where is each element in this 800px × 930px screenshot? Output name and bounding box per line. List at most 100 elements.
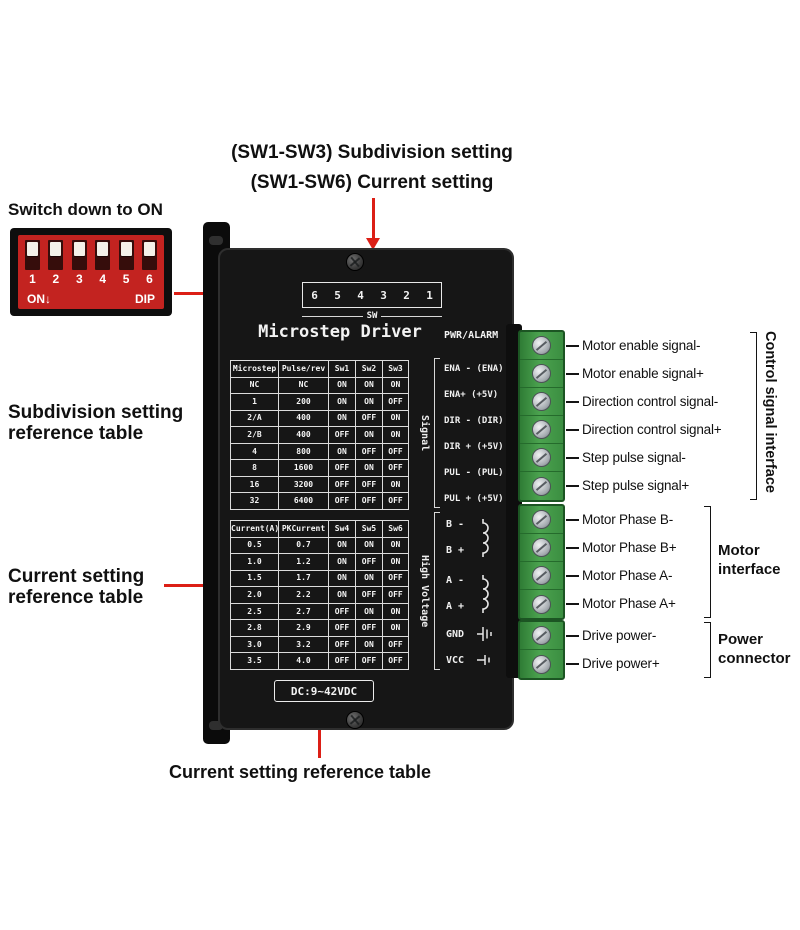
table-cell: 2.2 (278, 586, 329, 604)
signal-pin-label: DIR - (DIR) (444, 416, 504, 426)
table-cell: 2.9 (278, 619, 329, 637)
dip-function-note: (SW1-SW3) Subdivision setting (SW1-SW6) … (222, 138, 522, 198)
current-reference-line1: Current setting (8, 566, 145, 587)
screw-terminal (520, 332, 563, 360)
table-cell: OFF (382, 492, 409, 510)
dc-rating-badge: DC:9~42VDC (274, 680, 374, 702)
table-cell: OFF (328, 602, 356, 621)
terminal-label: Motor Phase B- (582, 512, 673, 527)
dip-slider-slot (95, 240, 111, 270)
arrow-dc-badge (318, 714, 321, 758)
table-cell: 2.8 (230, 619, 279, 637)
terminal-label: Drive power+ (582, 656, 660, 671)
dip-slider-slot (141, 240, 157, 270)
table-cell: OFF (355, 553, 383, 571)
vcc-icon (477, 655, 490, 665)
power-connector-bracket (704, 622, 711, 678)
screw-terminal (520, 650, 563, 678)
table-cell: ON (355, 536, 383, 555)
table-cell: OFF (328, 475, 356, 494)
dip-function-note-line1: (SW1-SW3) Subdivision setting (231, 142, 513, 163)
terminal-lead-line (566, 457, 579, 459)
hv-pin-label: GND (446, 628, 465, 640)
terminal-lead-line (566, 373, 579, 375)
hv-pin-label: B + (446, 544, 465, 556)
screw-terminal (520, 506, 563, 534)
screw-slot (535, 368, 548, 379)
dip-slider-slot (48, 240, 64, 270)
dip-slider-handle (97, 242, 109, 256)
terminal-lead-line (566, 485, 579, 487)
screw-terminal (520, 416, 563, 444)
screw-icon (346, 711, 364, 729)
signal-pin-label: PUL + (+5V) (444, 494, 504, 504)
table-cell: OFF (328, 492, 356, 510)
table-cell: 0.7 (278, 536, 329, 555)
mounting-slot (209, 236, 223, 245)
dip-number: 6 (146, 272, 153, 286)
hv-pin-label: VCC (446, 654, 465, 666)
table-cell: ON (328, 376, 356, 395)
ground-icon (477, 627, 492, 641)
table-cell: 4 (230, 442, 279, 461)
sw-number: 5 (334, 288, 341, 302)
table-cell: 4.0 (278, 652, 329, 670)
table-cell: ON (355, 569, 383, 588)
screw-terminal (520, 444, 563, 472)
table-cell: OFF (382, 635, 409, 654)
table-cell: ON (328, 536, 356, 555)
sw-number: 4 (357, 288, 364, 302)
dip-slider-slot (71, 240, 87, 270)
arrow-note-to-sw (372, 198, 375, 238)
power-connector-line1: Power (718, 631, 764, 648)
table-cell: 1600 (278, 459, 329, 477)
dip-number: 5 (122, 272, 130, 286)
dip-slider-handle (50, 242, 62, 256)
screw-icon (346, 253, 364, 271)
terminal-label: Direction control signal+ (582, 422, 722, 437)
table-cell: ON (382, 409, 409, 428)
table-cell: ON (382, 426, 409, 444)
table-cell: OFF (328, 635, 356, 654)
table-cell: OFF (328, 652, 356, 670)
table-header-cell: Sw3 (382, 360, 409, 378)
table-cell: 1.5 (230, 569, 279, 588)
terminal-screw-icon (532, 626, 551, 645)
dip-slider-slot (118, 240, 134, 270)
table-cell: 3200 (278, 475, 329, 494)
table-header-cell: Sw4 (328, 520, 356, 538)
bottom-caption: Current setting reference table (168, 762, 432, 782)
table-cell: ON (355, 376, 383, 395)
subdivision-reference-line1: Subdivision setting (8, 402, 184, 423)
dip-number: 3 (75, 272, 83, 286)
screw-slot (535, 424, 548, 435)
table-cell: 2.7 (278, 602, 329, 621)
motor-interface-line1: Motor (718, 542, 760, 559)
screw-slot (535, 481, 548, 491)
table-cell: 2/B (230, 426, 279, 444)
screw-terminal (520, 360, 563, 388)
screw-terminal (520, 534, 563, 562)
control-interface-bracket (750, 332, 757, 500)
screw-slot (535, 514, 548, 525)
table-cell: 400 (278, 426, 329, 444)
control-interface-label: Control signal interface (762, 331, 778, 493)
table-header-cell: Microstep (230, 360, 279, 378)
table-cell: ON (328, 586, 356, 604)
screw-terminal (520, 562, 563, 590)
terminal-screw-icon (532, 336, 551, 355)
table-cell: OFF (328, 619, 356, 637)
terminal-label: Motor enable signal- (582, 338, 701, 353)
control-terminal-block (518, 330, 565, 502)
signal-pin-label: PUL - (PUL) (444, 468, 504, 478)
table-header-cell: Sw6 (382, 520, 409, 538)
